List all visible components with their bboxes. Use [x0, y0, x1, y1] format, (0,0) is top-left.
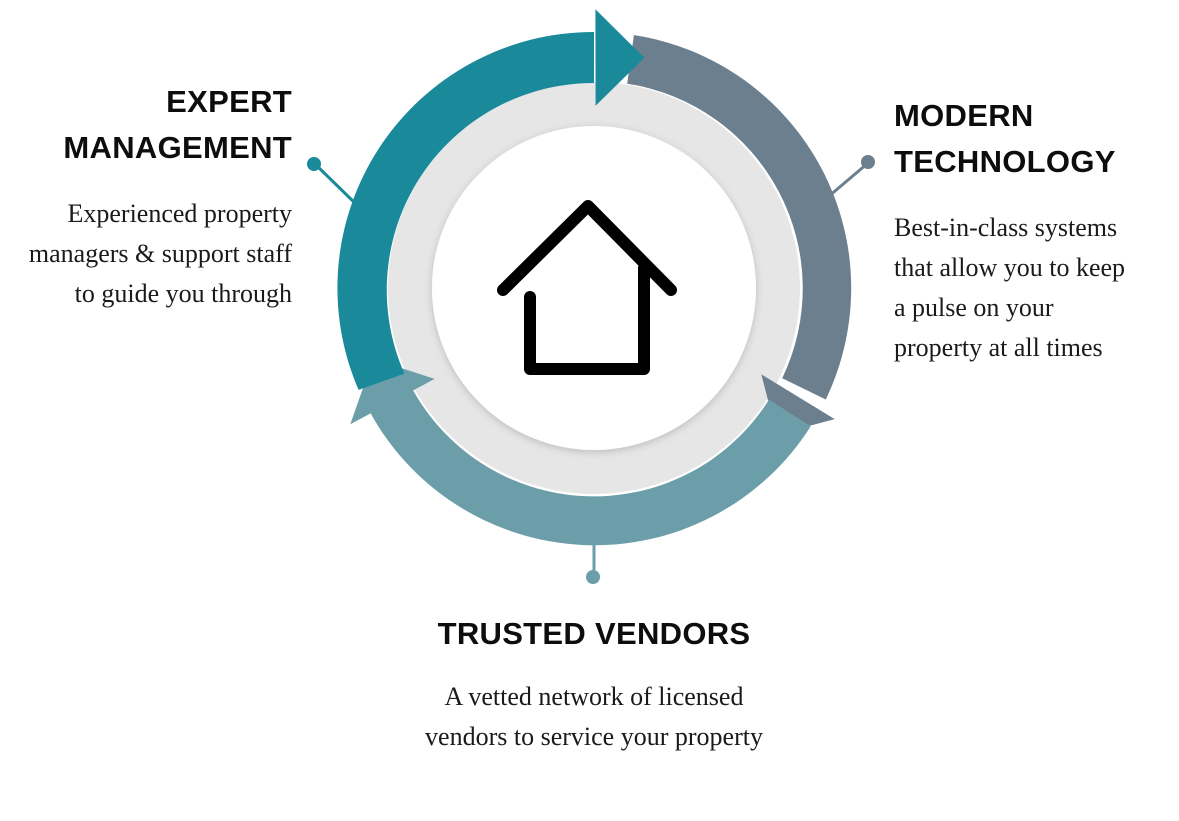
trusted-vendors-title: TRUSTED VENDORS: [437, 616, 751, 651]
connector-dot-trusted: [586, 570, 600, 584]
connector-dot-modern: [861, 155, 875, 169]
expert-management-description: Experienced property managers & support …: [28, 199, 292, 308]
expert-management-title: EXPERT MANAGEMENT: [63, 84, 292, 165]
arrow-arc-modern: [627, 35, 852, 400]
connector-expert: [313, 162, 360, 208]
trusted-vendors-description: A vetted network of licensed vendors to …: [425, 682, 763, 751]
connector-dot-expert: [307, 157, 321, 171]
arrow-arc-trusted: [366, 383, 811, 546]
connector-modern: [827, 161, 869, 199]
arrowhead-expert: [595, 9, 645, 106]
modern-technology-description: Best-in-class systems that allow you to …: [894, 213, 1126, 362]
arrow-arc-expert: [337, 31, 594, 390]
house-icon: [497, 200, 677, 375]
center-disc: [432, 126, 756, 450]
modern-technology-title: MODERN TECHNOLOGY: [894, 98, 1116, 179]
